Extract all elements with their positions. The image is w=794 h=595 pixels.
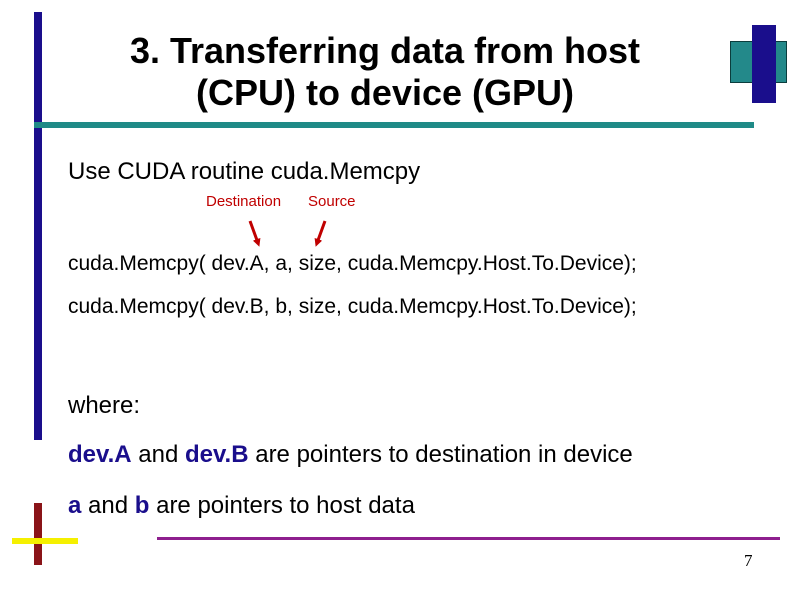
left-vertical-bar xyxy=(34,12,42,440)
title-divider xyxy=(34,122,754,128)
dev-b-term: dev.B xyxy=(184,441,249,468)
slide-title: 3. Transferring data from host (CPU) to … xyxy=(60,30,710,114)
title-line-1: 3. Transferring data from host xyxy=(129,30,641,71)
source-arrow xyxy=(314,220,327,247)
source-label: Source xyxy=(308,193,356,210)
yellow-accent-bar xyxy=(12,538,78,544)
host-pointers-text: are pointers to host data xyxy=(149,492,415,519)
left-red-bar xyxy=(34,503,42,565)
title-line-2: (CPU) to device (GPU) xyxy=(195,72,575,113)
dev-a-term: dev.A xyxy=(68,441,132,468)
host-pointers-line: a and b are pointers to host data xyxy=(68,492,415,520)
and-text: and xyxy=(131,441,185,468)
and-text: and xyxy=(81,492,135,519)
code-line-2: cuda.Memcpy( dev.B, b, size, cuda.Memcpy… xyxy=(68,295,637,318)
where-label: where: xyxy=(68,392,141,419)
page-number: 7 xyxy=(744,551,753,570)
b-term: b xyxy=(134,492,150,519)
blue-bar-decoration xyxy=(752,25,776,103)
destination-label: Destination xyxy=(206,193,282,210)
destination-arrow xyxy=(248,220,261,247)
device-pointers-line: dev.A and dev.B are pointers to destinat… xyxy=(68,441,633,469)
device-pointers-text: are pointers to destination in device xyxy=(248,441,633,468)
code-line-1: cuda.Memcpy( dev.A, a, size, cuda.Memcpy… xyxy=(68,252,637,275)
footer-divider xyxy=(157,537,780,540)
intro-text: Use CUDA routine cuda.Memcpy xyxy=(68,158,421,185)
a-term: a xyxy=(68,492,82,519)
